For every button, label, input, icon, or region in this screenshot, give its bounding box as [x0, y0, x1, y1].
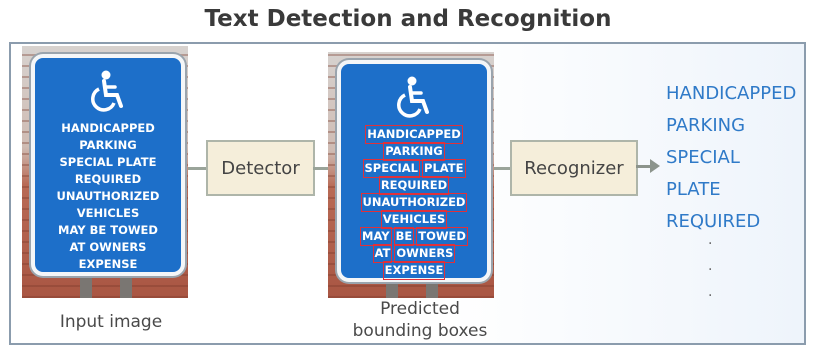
sign-word: EXPENSE — [382, 261, 446, 280]
sign-word: UNAUTHORIZED — [56, 189, 160, 203]
sign-word: PARKING — [79, 138, 137, 152]
sign-word: VEHICLES — [380, 210, 448, 229]
recognized-word: HANDICAPPED — [666, 83, 797, 104]
sign-line: VEHICLES — [35, 205, 181, 222]
ellipsis-dot: · — [708, 236, 713, 252]
sign-word: TOWED — [110, 223, 158, 237]
sign-line: REQUIRED — [341, 176, 487, 195]
recognized-word: SPECIAL — [666, 147, 740, 168]
sign-line: MAY BE TOWED — [35, 222, 181, 239]
sign-word: OWNERS — [394, 244, 456, 263]
sign-word: BE — [89, 223, 107, 237]
sign-post — [80, 274, 92, 298]
recognized-text-list: HANDICAPPED PARKING SPECIAL PLATE REQUIRED — [666, 78, 796, 238]
sign-word: SPECIAL — [59, 155, 114, 169]
sign-line: SPECIAL PLATE — [341, 159, 487, 178]
sign-line: MAY BE TOWED — [341, 227, 487, 246]
sign-line: PARKING — [341, 142, 487, 161]
connector-line — [188, 167, 208, 170]
sign-word: AT — [372, 244, 393, 263]
ellipsis-dot: · — [708, 288, 713, 304]
detector-box: Detector — [206, 140, 315, 196]
sign-line: EXPENSE — [35, 256, 181, 273]
sign-word: MAY — [360, 227, 392, 246]
sign-line: UNAUTHORIZED — [35, 188, 181, 205]
sign-line: REQUIRED — [35, 171, 181, 188]
sign-word: BE — [393, 227, 415, 246]
sign-word: TOWED — [416, 227, 468, 246]
sign-word: AT — [69, 240, 86, 254]
sign-line: AT OWNERS — [341, 244, 487, 263]
caption-predicted-bounding-boxes: Predicted bounding boxes — [328, 298, 512, 342]
connector-line — [313, 167, 328, 170]
recognized-word: PLATE — [666, 179, 721, 200]
sign-line: HANDICAPPED — [35, 120, 181, 137]
sign-word: UNAUTHORIZED — [360, 193, 468, 212]
recognized-word: REQUIRED — [666, 211, 761, 232]
sign-word: PLATE — [422, 159, 466, 178]
sign-line: HANDICAPPED — [341, 125, 487, 144]
sign-line: PARKING — [35, 137, 181, 154]
sign-word: VEHICLES — [76, 206, 140, 220]
sign-word: SPECIAL — [362, 159, 421, 178]
caption-line: Predicted — [380, 299, 460, 319]
sign-line: EXPENSE — [341, 261, 487, 280]
arrow-right-icon — [636, 165, 652, 168]
sign-word: HANDICAPPED — [365, 125, 463, 144]
arrow-head — [650, 159, 660, 173]
sign-line: SPECIAL PLATE — [35, 154, 181, 171]
connector-line — [494, 167, 512, 170]
sign-word: EXPENSE — [78, 257, 138, 271]
sign-word: PARKING — [383, 142, 445, 161]
caption-line: bounding boxes — [352, 321, 488, 341]
sign-post — [120, 274, 132, 298]
sign-line: VEHICLES — [341, 210, 487, 229]
sign-word: PLATE — [117, 155, 157, 169]
ellipsis-dot: · — [708, 262, 713, 278]
wheelchair-icon — [91, 70, 123, 112]
sign-line: UNAUTHORIZED — [341, 193, 487, 212]
sign-word: REQUIRED — [74, 172, 142, 186]
wheelchair-icon — [397, 76, 429, 118]
diagram-title: Text Detection and Recognition — [204, 6, 612, 32]
recognized-word: PARKING — [666, 115, 746, 136]
caption-input-image: Input image — [59, 312, 163, 332]
sign-word: REQUIRED — [378, 176, 450, 195]
sign-word: HANDICAPPED — [61, 121, 155, 135]
sign-word: MAY — [58, 223, 86, 237]
sign-line: AT OWNERS — [35, 239, 181, 256]
sign-word: OWNERS — [89, 240, 147, 254]
recognizer-box: Recognizer — [510, 140, 638, 196]
